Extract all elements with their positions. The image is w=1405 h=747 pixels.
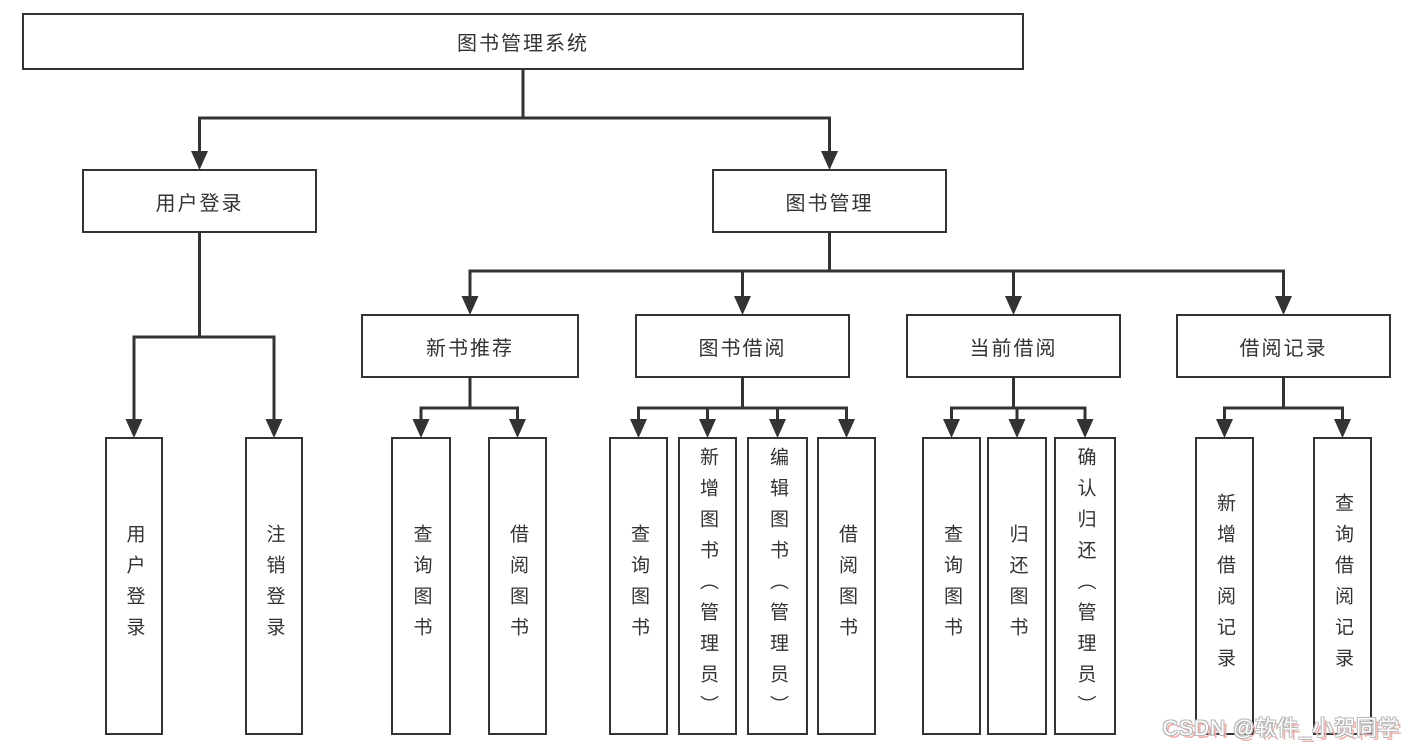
arrowhead-icon <box>838 419 855 438</box>
arrowhead-icon <box>461 296 479 315</box>
arrowhead-icon <box>412 419 430 438</box>
node-cb_return: 归还图书 <box>987 437 1047 735</box>
arrowhead-icon <box>1334 419 1351 438</box>
node-nb_borrow: 借阅图书 <box>488 437 547 735</box>
node-bb_borrow: 借阅图书 <box>817 437 876 735</box>
arrowhead-icon <box>630 419 647 438</box>
node-root: 图书管理系统 <box>22 13 1024 70</box>
arrowhead-icon <box>734 296 751 315</box>
node-leaf_logout: 注销登录 <box>245 437 303 735</box>
node-user_login: 用户登录 <box>82 169 317 233</box>
node-leaf_user_login: 用户登录 <box>105 437 163 735</box>
node-bb_edit: 编辑图书（管理员） <box>747 437 808 735</box>
node-br_query: 查询借阅记录 <box>1313 437 1372 735</box>
arrowhead-icon <box>1076 419 1094 438</box>
node-cb_confirm: 确认归还（管理员） <box>1054 437 1116 735</box>
arrowhead-icon <box>125 419 143 438</box>
node-current_borrow: 当前借阅 <box>906 314 1121 378</box>
node-new_books: 新书推荐 <box>361 314 579 378</box>
arrowhead-icon <box>1008 419 1026 438</box>
arrowhead-icon <box>821 151 838 170</box>
node-book_borrow: 图书借阅 <box>635 314 850 378</box>
arrowhead-icon <box>1275 296 1292 315</box>
arrowhead-icon <box>943 419 960 438</box>
arrowhead-icon <box>509 419 526 438</box>
watermark: CSDN @软件_小贺同学 <box>1162 717 1400 740</box>
arrowhead-icon <box>265 419 283 438</box>
node-bb_add: 新增图书（管理员） <box>678 437 737 735</box>
node-book_mgmt: 图书管理 <box>712 169 947 233</box>
arrowhead-icon <box>191 151 208 170</box>
arrowhead-icon <box>1216 419 1233 438</box>
node-nb_query: 查询图书 <box>391 437 451 735</box>
node-br_add: 新增借阅记录 <box>1195 437 1254 735</box>
node-cb_query: 查询图书 <box>922 437 981 735</box>
arrowhead-icon <box>1005 296 1022 315</box>
arrowhead-icon <box>699 419 716 438</box>
node-bb_query: 查询图书 <box>609 437 668 735</box>
node-borrow_records: 借阅记录 <box>1176 314 1391 378</box>
arrowhead-icon <box>769 419 786 438</box>
